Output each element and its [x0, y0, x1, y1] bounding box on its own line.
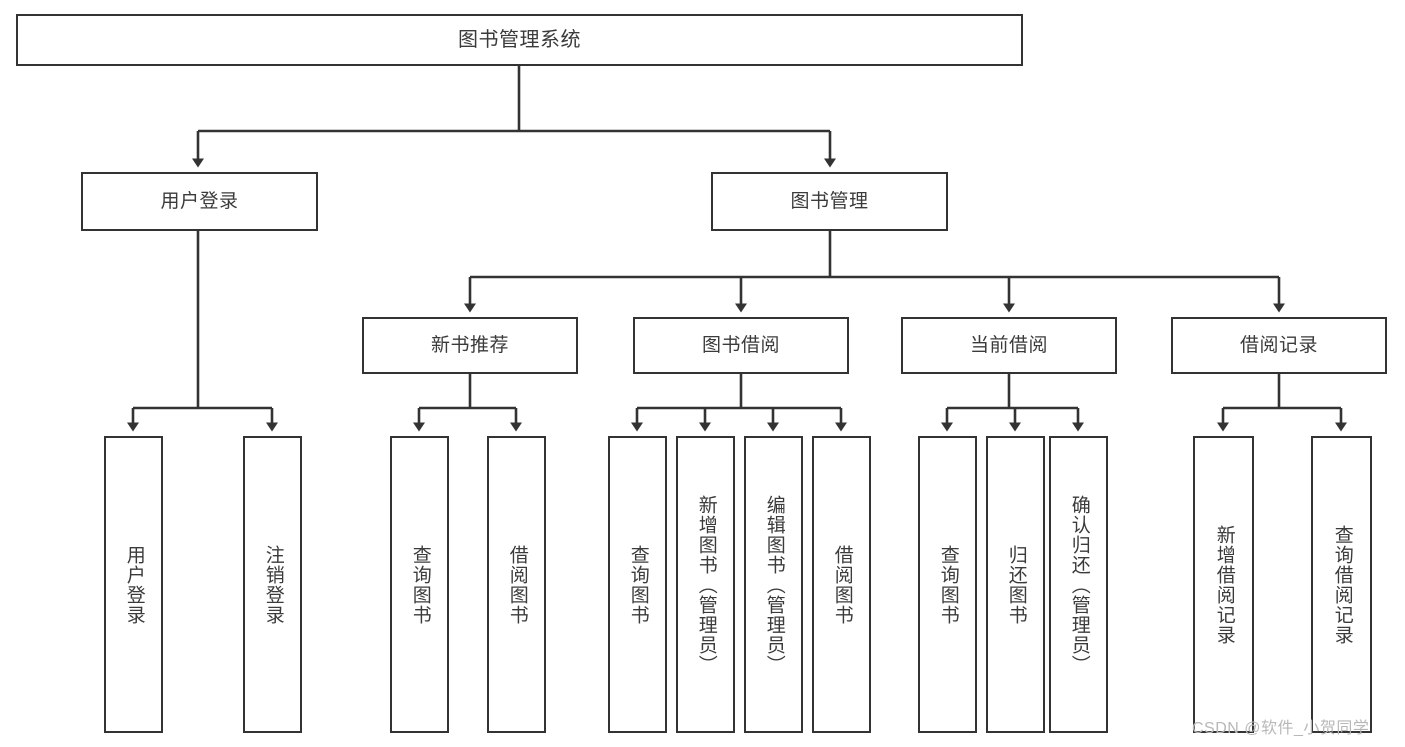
leaf-recommend-query-book[interactable]: 查询图书 [390, 436, 449, 733]
node-label: 查询图书 [409, 544, 431, 625]
node-current-borrow[interactable]: 当前借阅 [901, 317, 1117, 374]
node-label: 图书管理 [790, 190, 869, 212]
node-book-management[interactable]: 图书管理 [711, 172, 948, 231]
leaf-borrow-edit-book[interactable]: 编辑图书（管理员） [744, 436, 803, 733]
leaf-current-confirm-return[interactable]: 确认归还（管理员） [1049, 436, 1108, 733]
node-label: 借阅图书 [831, 544, 853, 625]
node-new-book-recommend[interactable]: 新书推荐 [362, 317, 578, 374]
leaf-record-query-record[interactable]: 查询借阅记录 [1311, 436, 1372, 733]
node-book-borrow[interactable]: 图书借阅 [633, 317, 849, 374]
node-label: 新增借阅记录 [1213, 524, 1235, 645]
node-label: 借阅记录 [1239, 334, 1318, 356]
leaf-borrow-borrow-book[interactable]: 借阅图书 [812, 436, 871, 733]
node-label: 确认归还（管理员） [1068, 494, 1090, 675]
node-root-system[interactable]: 图书管理系统 [16, 14, 1023, 66]
node-label: 用户登录 [123, 544, 145, 625]
node-label: 注销登录 [262, 544, 284, 625]
leaf-user-login-logout[interactable]: 注销登录 [243, 436, 302, 733]
leaf-borrow-add-book[interactable]: 新增图书（管理员） [676, 436, 735, 733]
node-label: 当前借阅 [969, 334, 1048, 356]
node-label: 借阅图书 [506, 544, 528, 625]
node-label: 查询图书 [937, 544, 959, 625]
csdn-watermark: CSDN @软件_小贺同学 [1192, 720, 1370, 737]
node-label: 图书管理系统 [458, 28, 581, 51]
node-user-login[interactable]: 用户登录 [81, 172, 318, 231]
node-label: 新增图书（管理员） [695, 494, 717, 675]
node-label: 图书借阅 [701, 334, 780, 356]
node-label: 用户登录 [160, 190, 239, 212]
node-label: 编辑图书（管理员） [763, 494, 785, 675]
leaf-user-login-login[interactable]: 用户登录 [104, 436, 163, 733]
leaf-current-return-book[interactable]: 归还图书 [986, 436, 1045, 733]
leaf-record-add-record[interactable]: 新增借阅记录 [1193, 436, 1254, 733]
leaf-recommend-borrow-book[interactable]: 借阅图书 [487, 436, 546, 733]
leaf-borrow-query-book[interactable]: 查询图书 [608, 436, 667, 733]
node-label: 查询借阅记录 [1331, 524, 1353, 645]
leaf-current-query-book[interactable]: 查询图书 [918, 436, 977, 733]
node-borrow-record[interactable]: 借阅记录 [1171, 317, 1387, 374]
node-label: 归还图书 [1005, 544, 1027, 625]
node-label: 查询图书 [627, 544, 649, 625]
node-label: 新书推荐 [430, 334, 509, 356]
